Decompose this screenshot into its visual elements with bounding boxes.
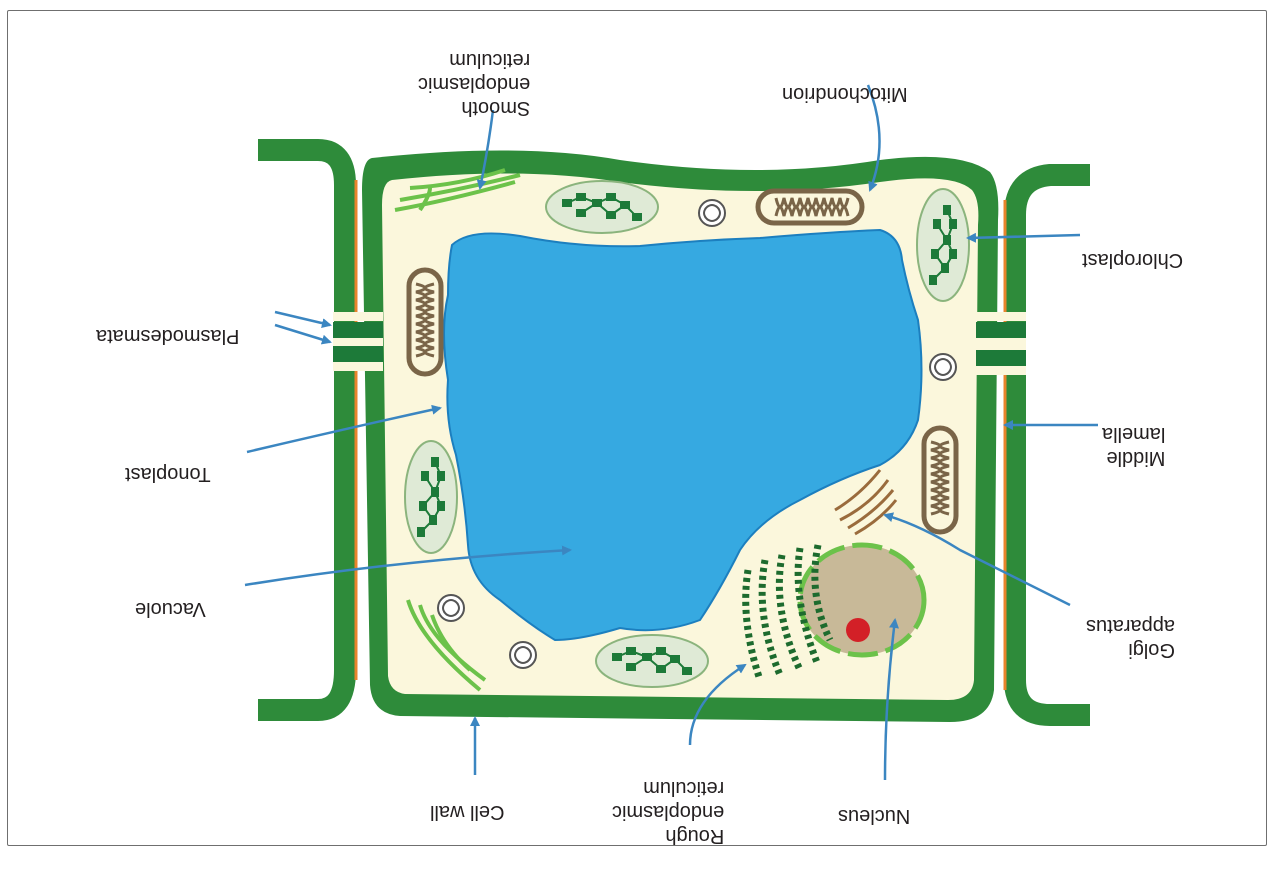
chloroplast-bottom [596,635,708,687]
label-tonoplast: Tonoplast [125,438,211,510]
arrow-plasmodesmata-2 [275,325,330,342]
chloroplast-top [546,181,658,233]
cell-wall-left-neighbour [258,150,345,710]
mitochondrion-left [409,270,441,374]
mitochondrion-right [924,428,956,532]
chloroplast-left [405,441,457,553]
peroxisome-2 [930,354,956,380]
peroxisome-1 [699,200,725,226]
label-nucleus: Nucleus [838,780,910,852]
peroxisome-3 [438,595,464,621]
label-vacuole: Vacuole [135,573,206,645]
mitochondrion-top [758,191,862,223]
label-chloroplast: Chloroplast [1082,224,1183,296]
peroxisome-4 [510,642,536,668]
plasmodesmata-left [333,312,383,371]
label-mitochondrion: Mitochondrion [782,58,908,130]
chloroplast-right [917,189,969,301]
arrow-plasmodesmata-1 [275,312,330,325]
cell-wall-right-neighbour [1015,175,1090,715]
plant-cell-diagram [0,0,1275,853]
label-cell-wall: Cell wall [430,776,504,848]
nucleolus [846,618,870,642]
label-plasmodesmata: Plasmodesmata [96,300,239,372]
